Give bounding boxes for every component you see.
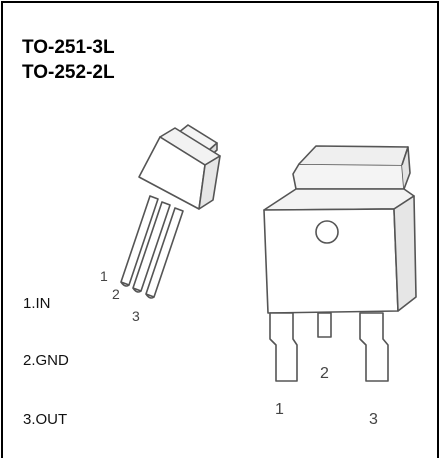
pin-3-label: 3.OUT xyxy=(23,411,68,428)
pin-1-label: 1.IN xyxy=(23,295,51,312)
package-title-to251: TO-251-3L xyxy=(22,37,115,58)
package-title-to252: TO-252-2L xyxy=(22,62,115,83)
pin-2-label: 2.GND xyxy=(23,352,69,369)
